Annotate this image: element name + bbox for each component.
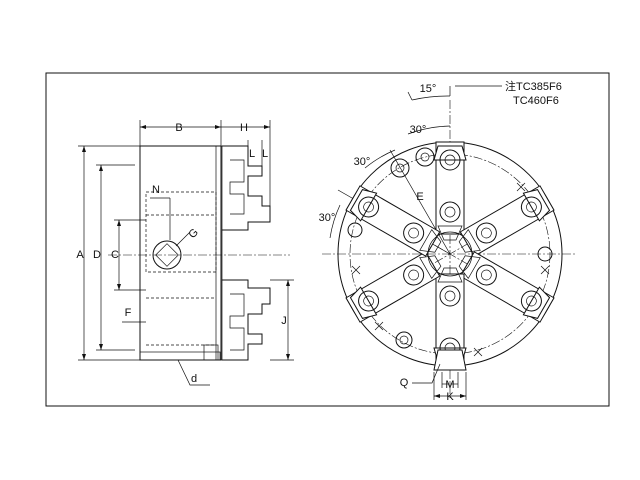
angle-30-mid: 30° [354, 156, 371, 168]
mount-hole [347, 222, 363, 238]
mount-hole [415, 147, 435, 167]
front-view: 15° 30° 30° 30° 注TC385F6 TC460F6 E M K Q [319, 79, 575, 403]
jaw-front-2 [458, 185, 555, 257]
jaw-upper-side [222, 145, 271, 231]
angle-30-top: 30° [410, 124, 427, 136]
label-Q: Q [400, 377, 409, 389]
angle-15: 15° [420, 83, 437, 95]
side-view: A D C B H L L N G F J d [76, 120, 294, 386]
label-J: J [281, 315, 287, 327]
jaw-front-3 [458, 251, 555, 323]
label-d: d [191, 373, 197, 385]
label-K: K [446, 391, 454, 403]
note-line-2: TC460F6 [513, 95, 559, 107]
angle-30-left: 30° [319, 212, 336, 224]
label-N: N [152, 184, 160, 196]
jaw-front-5 [345, 251, 442, 323]
label-C: C [111, 249, 119, 261]
label-E: E [416, 191, 423, 203]
label-B: B [175, 122, 182, 134]
note-line-1: 注TC385F6 [505, 79, 562, 93]
square-drive [152, 231, 191, 270]
label-G: G [186, 226, 201, 241]
jaw-lower-side [222, 279, 271, 361]
mount-hole [537, 246, 553, 262]
label-M: M [445, 379, 454, 391]
label-A: A [76, 249, 84, 261]
label-H: H [240, 122, 248, 134]
mount-hole [390, 158, 410, 178]
label-D: D [93, 249, 101, 261]
label-L1: L [249, 148, 255, 160]
label-F: F [125, 307, 132, 319]
drawing-frame [45, 72, 610, 407]
label-L2: L [262, 148, 268, 160]
jaw-front-6 [345, 185, 442, 257]
mount-hole [395, 331, 413, 349]
jaw-front-1 [433, 141, 467, 241]
